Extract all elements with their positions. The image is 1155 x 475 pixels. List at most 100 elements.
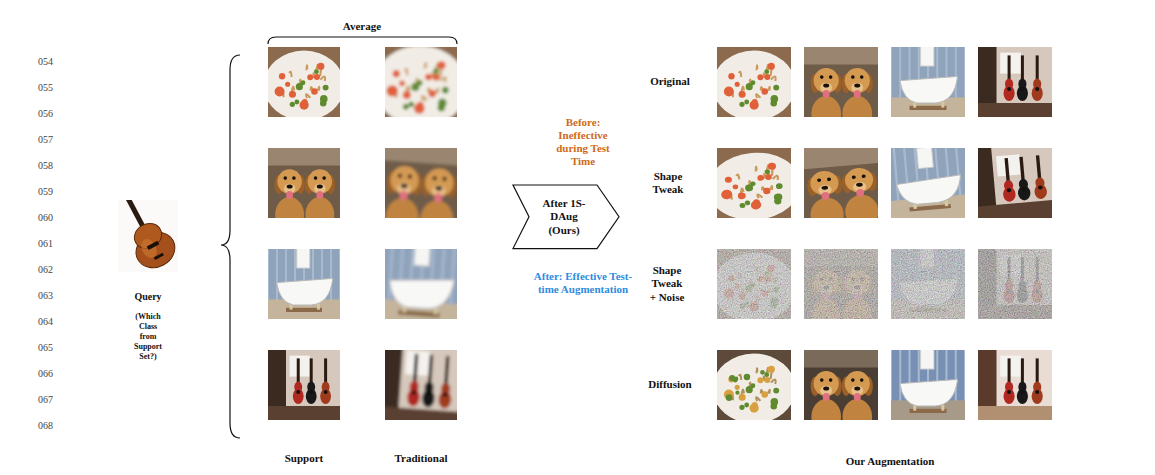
greens (764, 169, 770, 174)
dogs-bg (804, 47, 878, 117)
noodle (742, 390, 744, 395)
dog-eye (408, 174, 412, 178)
row-label: Shape Tweak (648, 170, 688, 196)
shrimp (768, 162, 777, 170)
room-wall (978, 350, 1052, 420)
guitar-hole (309, 390, 313, 394)
noodle (305, 65, 308, 70)
guitar-body (1017, 185, 1031, 201)
guitar-body (1002, 186, 1016, 202)
guitar-bridge (154, 253, 164, 260)
dog-nose (317, 185, 323, 189)
dog-eye (292, 176, 296, 180)
guitar-hole (1020, 87, 1024, 91)
shrimp (402, 91, 411, 100)
wall-stripe (955, 350, 957, 403)
dog-head (845, 68, 870, 93)
shrimp (307, 74, 313, 80)
shrimp (752, 99, 758, 105)
food-bg (717, 249, 791, 319)
shrimp (279, 73, 285, 79)
dog-nose (856, 183, 863, 187)
dog-head (277, 169, 301, 193)
dog-nose (823, 84, 829, 88)
line-number: 059 (38, 186, 66, 198)
food-bg (268, 47, 340, 117)
noodle (292, 87, 294, 92)
line-number: 058 (38, 160, 66, 172)
photo (268, 249, 340, 319)
dog-tongue (316, 191, 323, 199)
dog-eye (314, 176, 318, 180)
room-floor (268, 406, 340, 420)
line-number: 066 (38, 368, 66, 380)
room-wall (978, 148, 1052, 218)
guitar-body (1032, 389, 1043, 404)
guitar-body (1017, 389, 1028, 404)
greens (734, 377, 738, 381)
noodle (318, 87, 320, 91)
noodle (757, 194, 762, 198)
plate (717, 354, 791, 421)
line-number: 061 (38, 238, 66, 250)
photo-content (804, 350, 878, 420)
dog-tongue (399, 191, 408, 201)
dog-eye (827, 177, 831, 181)
noodle (404, 69, 407, 75)
bathtub (388, 275, 455, 310)
column-label: Traditional (381, 452, 461, 465)
column-label: Support (264, 452, 344, 465)
guitar-body (1034, 184, 1048, 200)
guitar-hole (443, 392, 448, 397)
dog-head (424, 168, 454, 198)
plate (268, 51, 340, 118)
greens (735, 391, 739, 395)
greens (776, 183, 783, 189)
photo-content (891, 249, 965, 319)
group-label: Average (322, 20, 402, 33)
greens (771, 95, 779, 103)
shrimp (399, 80, 405, 86)
dog-nose (854, 84, 860, 88)
line-number: 065 (38, 342, 66, 354)
noodle (756, 368, 759, 373)
greens (294, 100, 299, 105)
noodle (768, 87, 770, 91)
dog-eye (851, 378, 855, 382)
tub-leg (434, 308, 438, 315)
guitar-body (293, 389, 304, 404)
guitar-body (320, 389, 331, 404)
greens (442, 87, 449, 94)
dog-tongue (856, 189, 864, 197)
dog-head (308, 169, 332, 193)
dog-eye (860, 75, 864, 79)
dog-body (305, 197, 334, 218)
dogs-bg (268, 148, 340, 218)
noodle (736, 174, 739, 179)
dogs-bg (804, 148, 878, 218)
photo-content (804, 148, 878, 218)
noodle (306, 94, 310, 98)
noodle (771, 69, 772, 76)
dog-head (814, 68, 839, 93)
wall-stripe (899, 350, 901, 403)
dog-tongue (823, 393, 830, 401)
dog-tongue (854, 90, 861, 98)
photo (891, 249, 965, 319)
greens (411, 83, 420, 92)
food-bg (385, 47, 457, 117)
dog-eye (398, 174, 402, 178)
noodle (756, 94, 760, 98)
line-number: 063 (38, 290, 66, 302)
dog-tongue (821, 192, 829, 200)
photo-content (385, 249, 457, 319)
shrimp (732, 184, 738, 189)
dog-eye (432, 176, 436, 180)
food-bg (717, 148, 791, 218)
greens (408, 101, 414, 107)
dog-nose (823, 387, 829, 391)
query-photo (118, 200, 178, 272)
shrimp (757, 175, 764, 181)
towel (921, 350, 934, 369)
